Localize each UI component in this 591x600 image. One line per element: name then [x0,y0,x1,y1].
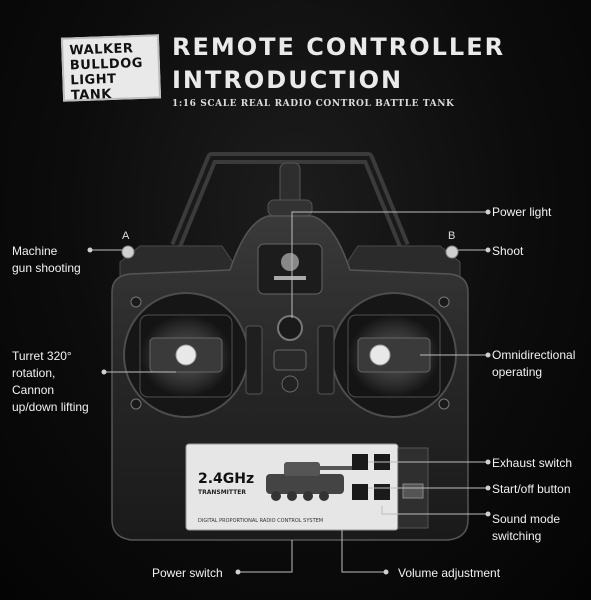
callout-power-light: Power light [492,205,552,219]
callout-turret-line-3: Cannon [12,383,55,397]
page-title-line-2: INTRODUCTION [172,66,404,94]
callout-turret-line-2: rotation, [12,366,56,380]
center-switch [273,349,307,371]
callout-omnidirectional: Omnidirectional operating [492,347,575,381]
callout-sound-mode: Sound mode switching [492,511,560,545]
callout-turret-line-4: up/down lifting [12,400,89,414]
leader-volume [341,530,386,573]
callout-sound-line-2: switching [492,529,542,543]
callout-start-off: Start/off button [492,482,571,496]
right-stick [369,344,391,366]
page-subtitle: 1:16 SCALE REAL RADIO CONTROL BATTLE TAN… [172,99,455,109]
exhaust-button [352,454,368,470]
power-light [277,315,303,341]
leader-power-light [291,211,488,318]
callout-machine-gun: Machine gun shooting [12,243,81,277]
leader-power-switch [238,540,293,573]
button-b-letter: B [448,230,456,242]
callout-sound-line-1: Sound mode [492,512,561,526]
start-off-button [352,484,368,500]
panel-button-4 [374,484,390,500]
callout-omni-line-1: Omnidirectional [492,348,576,362]
callout-turret: Turret 320° rotation, Cannon up/down lif… [12,348,89,416]
callout-machine-gun-line-2: gun shooting [12,261,81,275]
button-a-letter: A [122,230,130,242]
tank-graphic-icon [266,462,352,501]
button-a [121,245,135,259]
callout-machine-gun-line-1: Machine [12,244,58,258]
callout-volume: Volume adjustment [398,566,501,580]
callout-turret-line-1: Turret 320° [12,349,72,363]
callout-exhaust: Exhaust switch [492,456,573,470]
callout-omni-line-2: operating [492,365,543,379]
transmitter-label: TRANSMITTER [198,489,246,496]
leader-sound [381,506,488,515]
frequency-label: 2.4GHz [198,471,254,487]
antenna [279,162,301,206]
page-title-line-1: REMOTE CONTROLLER [172,33,506,61]
callout-power-switch: Power switch [152,566,223,580]
button-b [445,245,459,259]
left-stick [175,344,197,366]
callout-shoot: Shoot [492,244,524,258]
panel-bottom-text: DIGITAL PROPORTIONAL RADIO CONTROL SYSTE… [198,518,323,524]
